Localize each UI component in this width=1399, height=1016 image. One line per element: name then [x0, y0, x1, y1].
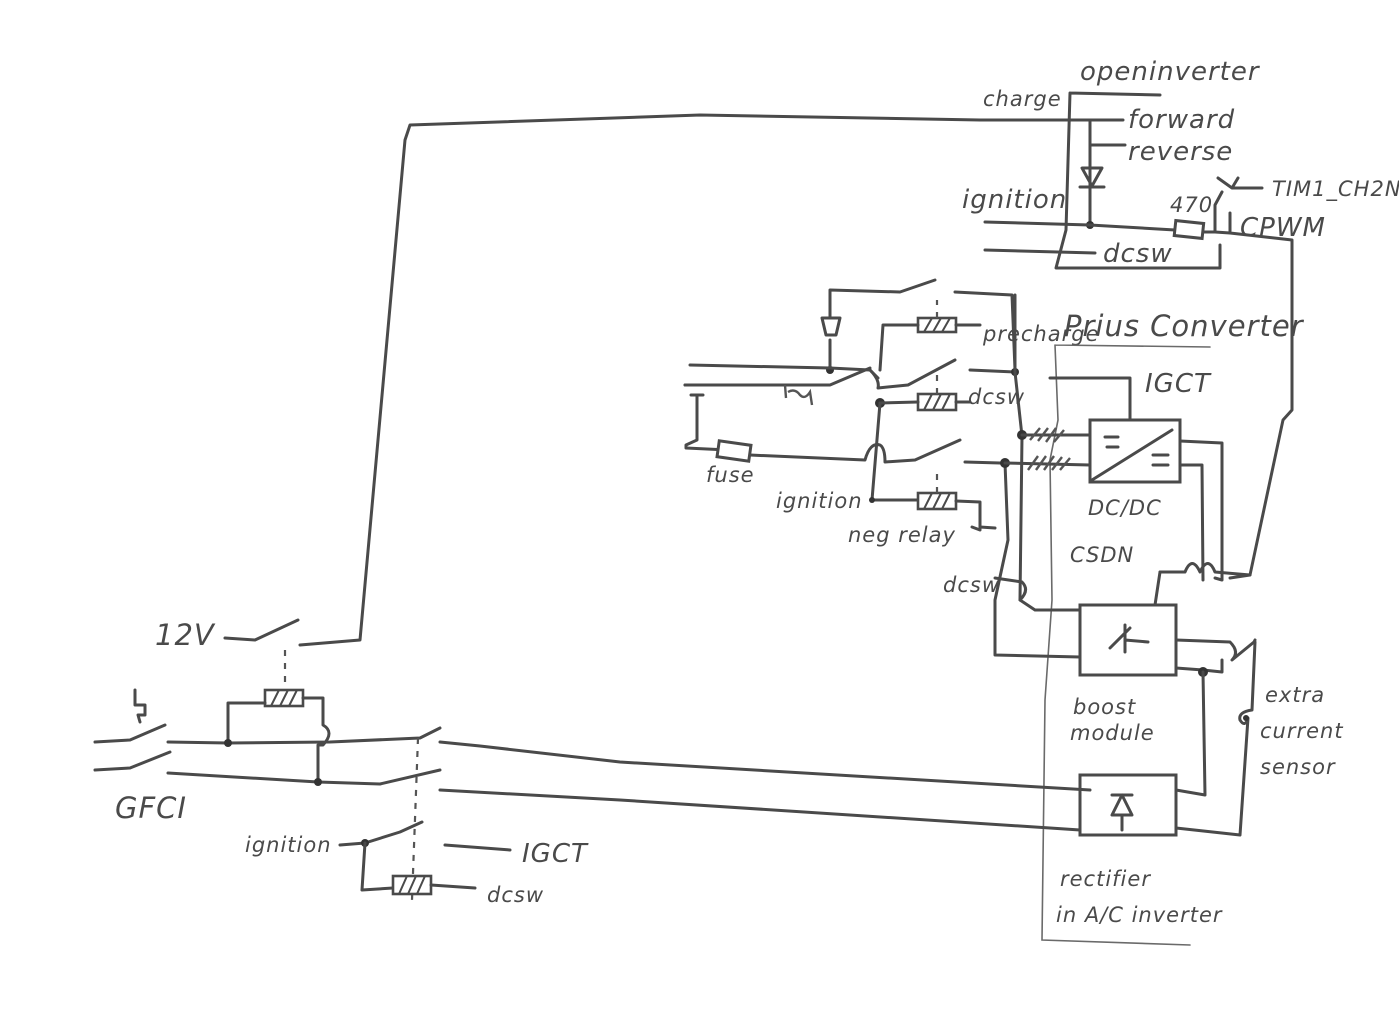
- 12v-switch: [223, 618, 300, 642]
- sensor-label-2: current: [1260, 719, 1344, 743]
- mains-section: 12V GFCI ignition IGCT dcsw: [93, 618, 1092, 907]
- dcsw-coil-wire: [878, 400, 972, 405]
- neutral-to-rectifier: [438, 788, 1082, 832]
- line-wire: [166, 726, 442, 745]
- dcdc-output-wires: [1178, 439, 1224, 582]
- aux-relay-coil: [263, 688, 305, 708]
- rectifier-label-2: in A/C inverter: [1056, 903, 1223, 927]
- mains-ignition-label: ignition: [245, 833, 332, 857]
- prius-converter-block: Prius Converter IGCT DC/DC CSDN: [993, 293, 1305, 946]
- csdn-label: CSDN: [1070, 543, 1134, 567]
- dcsw-wire: [983, 248, 1097, 255]
- neg-out: [963, 460, 1002, 465]
- resistor-value: 470: [1170, 193, 1213, 217]
- sensor-dot: [1243, 715, 1249, 721]
- dcsw-link: [993, 576, 1027, 602]
- charge-label: charge: [983, 87, 1062, 111]
- dcsw-mains-coil: [391, 874, 433, 896]
- igct-wire: [1048, 376, 1132, 422]
- fuse-icon: [715, 439, 753, 463]
- cpwm-wire: [1228, 211, 1294, 580]
- scratched-wires: [1027, 427, 1071, 471]
- rectifier-diode-icon: [1110, 793, 1134, 832]
- forward-label: forward: [1128, 105, 1235, 135]
- prius-converter-title: Prius Converter: [1064, 309, 1305, 343]
- boost-label-1: boost: [1073, 695, 1136, 719]
- dcsw-switch: [868, 358, 957, 390]
- dcsw-label: dcsw: [1103, 239, 1173, 269]
- neg-relay-coil: [916, 491, 958, 511]
- neutral-wire: [166, 768, 442, 786]
- ignition-label: ignition: [962, 185, 1067, 215]
- precharge-coil: [916, 316, 958, 334]
- battery-top-wire: [683, 366, 872, 387]
- dcsw-mains-wire: [429, 883, 477, 890]
- hv-positive-bus: [1013, 293, 1087, 612]
- aux-relay-wires: [226, 696, 331, 784]
- ignition-switch: [338, 820, 424, 847]
- boost-output-wires: [1174, 638, 1257, 674]
- precharge-label: precharge: [982, 322, 1100, 346]
- 12v-label: 12V: [155, 618, 216, 652]
- neg-relay-label: neg relay: [848, 523, 956, 547]
- fuse-label: fuse: [706, 463, 755, 487]
- neg-relay-ground: [954, 499, 997, 532]
- rectifier-block: rectifier in A/C inverter: [1056, 773, 1223, 927]
- openinverter-block: openinverter charge forward reverse igni…: [962, 57, 1399, 580]
- junction: [869, 497, 875, 503]
- boost-icon: [1108, 623, 1150, 654]
- ignition-wire: [983, 220, 1177, 232]
- gfci-test-button: [93, 688, 167, 744]
- prius-converter-outline: [1041, 344, 1211, 946]
- ignition-relay-label: ignition: [776, 489, 863, 513]
- precharge-diode: [820, 278, 937, 370]
- charge-long-wire: [298, 113, 982, 647]
- dcdc-icon: [1090, 428, 1174, 482]
- mains-igct-label: IGCT: [522, 839, 589, 869]
- gfci-switch: [93, 750, 172, 772]
- junction: [224, 739, 232, 747]
- dcsw-mid-label: dcsw: [943, 573, 1000, 597]
- mains-dcsw-label: dcsw: [487, 883, 544, 907]
- neg-wire: [748, 438, 962, 464]
- dcsw-out: [968, 368, 1017, 374]
- boost-module-block: boost module: [1070, 603, 1257, 797]
- sensor-label-1: extra: [1265, 683, 1325, 707]
- boost-box: [1078, 603, 1178, 677]
- openinverter-title: openinverter: [1080, 57, 1261, 87]
- ignition-coil-wire: [870, 401, 920, 502]
- gfci-label: GFCI: [115, 791, 187, 825]
- boost-rectifier-link: [1174, 670, 1207, 797]
- mechanical-link: [410, 737, 420, 901]
- diode-icon: [1078, 166, 1106, 189]
- reverse-wire: [1088, 118, 1127, 147]
- igct-wire-mains: [443, 843, 512, 852]
- csdn-wire: [1158, 562, 1252, 577]
- rectifier-box: [1078, 773, 1178, 837]
- transistor-icon: [1216, 176, 1264, 190]
- boost-label-2: module: [1070, 721, 1155, 745]
- hv-negative-bus: [993, 461, 1082, 659]
- cpwm-label: CPWM: [1240, 213, 1326, 243]
- csdn-drop: [1153, 570, 1162, 607]
- igct-label: IGCT: [1145, 369, 1212, 399]
- sensor-label-3: sensor: [1260, 755, 1336, 779]
- reverse-label: reverse: [1128, 137, 1233, 167]
- precharge-coil-wire: [878, 323, 982, 372]
- transistor-label: TIM1_CH2N: [1272, 177, 1399, 202]
- resistor-icon: [1172, 218, 1206, 241]
- dcdc-label: DC/DC: [1088, 496, 1162, 520]
- scribbled-text: [783, 384, 814, 406]
- transistor-wire: [1201, 190, 1232, 235]
- ignition-coil-wire: [360, 841, 395, 892]
- relay-bank: precharge dcsw fuse ignition neg relay: [683, 278, 1100, 547]
- rectifier-label-1: rectifier: [1060, 867, 1151, 891]
- dcsw-relay-label: dcsw: [968, 385, 1025, 409]
- junction: [314, 778, 322, 786]
- openinverter-outline: [1054, 91, 1222, 270]
- line-to-rectifier: [438, 740, 1092, 792]
- dcsw-coil: [916, 392, 958, 412]
- current-sensor: extra current sensor: [1174, 640, 1344, 837]
